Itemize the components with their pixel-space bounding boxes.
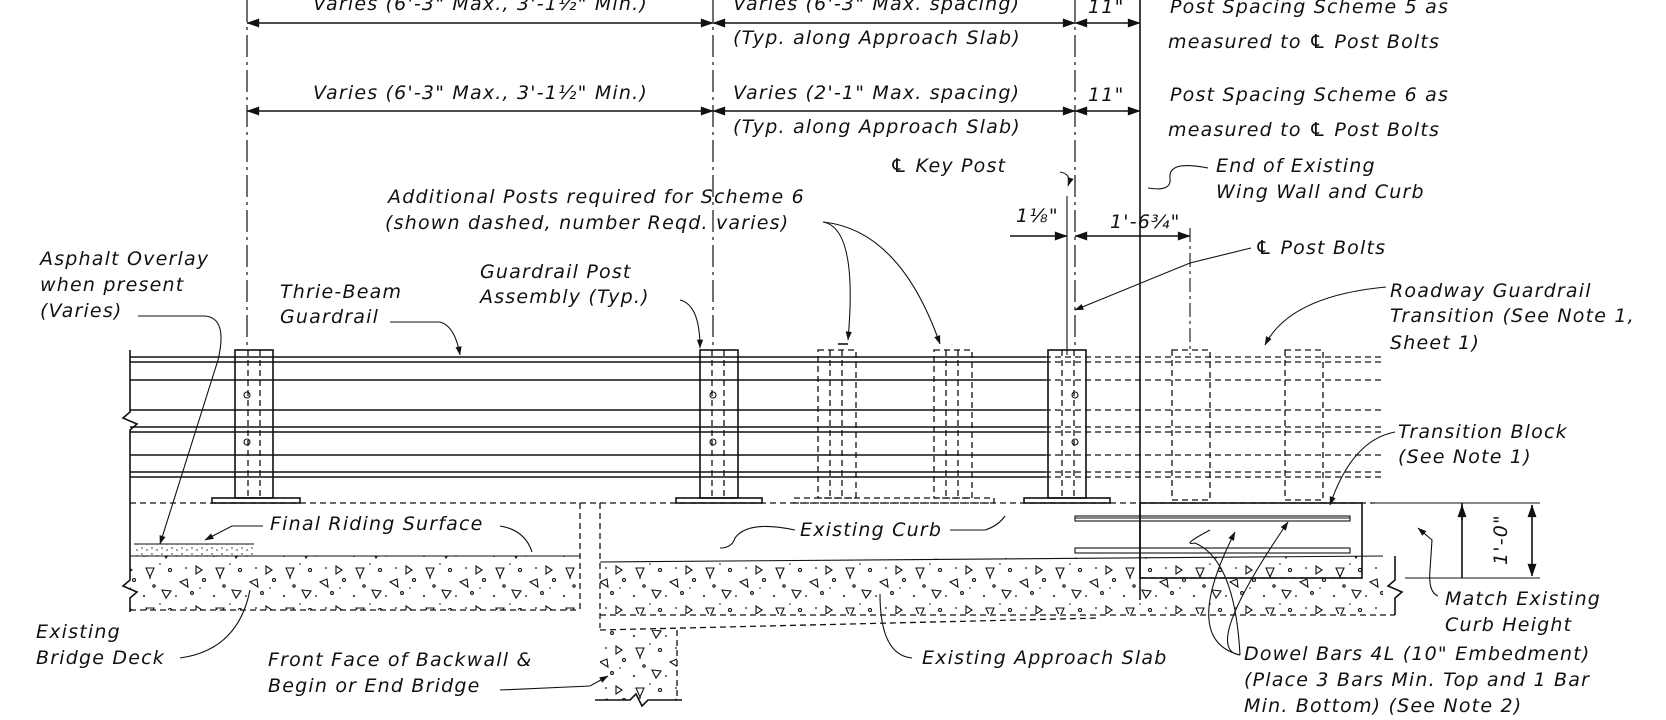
dim-row2-measured: measured to ℄ Post Bolts: [1168, 119, 1440, 141]
guardrail-post: [675, 349, 763, 504]
label-bridge-deck-2: Bridge Deck: [36, 647, 165, 669]
label-post-assembly-1: Guardrail Post: [480, 261, 632, 283]
dim-row1-scheme: Post Spacing Scheme 5 as: [1170, 0, 1449, 18]
label-final-riding: Final Riding Surface: [270, 513, 484, 535]
dim-one-six: 1'-6¾": [1110, 211, 1181, 233]
dim-one-eighth: 1⅛": [1016, 205, 1059, 227]
deck-and-slab-section: [121, 498, 1404, 708]
label-thrie-1: Thrie-Beam: [280, 281, 402, 303]
label-additional-1: Additional Posts required for Scheme 6: [386, 186, 805, 208]
guardrail-posts: [211, 343, 1324, 504]
dim-row2-scheme: Post Spacing Scheme 6 as: [1170, 84, 1449, 106]
label-roadway-1: Roadway Guardrail: [1390, 280, 1592, 302]
guardrail-post: [211, 349, 301, 504]
label-asphalt-2: when present: [40, 274, 185, 296]
label-match-curb-2: Curb Height: [1445, 614, 1573, 636]
label-post-bolts: ℄ Post Bolts: [1255, 237, 1386, 259]
label-roadway-3: Sheet 1): [1390, 332, 1480, 354]
label-additional-2: (shown dashed, number Reqd. varies): [385, 212, 789, 234]
label-roadway-2: Transition (See Note 1,: [1390, 305, 1635, 327]
dim-row2-varies-left: Varies (6'-3" Max., 3'-1½" Min.): [313, 82, 648, 104]
label-transition-block-2: (See Note 1): [1398, 446, 1532, 468]
dowel-bars: [1074, 515, 1351, 554]
dim-one-foot: 1'-0": [1490, 514, 1512, 565]
label-asphalt-1: Asphalt Overlay: [38, 248, 209, 270]
label-key-post: ℄ Key Post: [890, 155, 1007, 177]
label-approach-slab: Existing Approach Slab: [922, 647, 1167, 669]
dimension-text: Varies (6'-3" Max., 3'-1½" Min.) Varies …: [313, 0, 1512, 565]
dim-row1-varies-left: Varies (6'-3" Max., 3'-1½" Min.): [313, 0, 648, 15]
dim-row2-varies-mid: Varies (2'-1" Max. spacing): [733, 82, 1020, 104]
annotations: ℄ Key Post End of Existing Wing Wall and…: [36, 155, 1635, 717]
label-end-existing-2: Wing Wall and Curb: [1216, 181, 1425, 203]
label-backwall-1: Front Face of Backwall &: [268, 649, 533, 671]
label-match-curb-1: Match Existing: [1445, 588, 1601, 610]
label-dowel-2: (Place 3 Bars Min. Top and 1 Bar: [1244, 669, 1590, 691]
dim-row1-along: (Typ. along Approach Slab): [733, 27, 1021, 49]
dimension-lines: [246, 0, 1540, 600]
dim-row2-along: (Typ. along Approach Slab): [733, 116, 1021, 138]
dim-row2-eleven: 11": [1088, 84, 1125, 106]
dim-row1-measured: measured to ℄ Post Bolts: [1168, 31, 1440, 53]
dim-row1-varies-mid: Varies (6'-3" Max. spacing): [733, 0, 1020, 15]
label-thrie-2: Guardrail: [280, 306, 379, 328]
label-asphalt-3: (Varies): [40, 300, 123, 322]
leaders: [138, 165, 1439, 691]
label-post-assembly-2: Assembly (Typ.): [478, 286, 650, 308]
label-dowel-1: Dowel Bars 4L (10" Embedment): [1244, 643, 1591, 665]
additional-post-dashed: [933, 349, 973, 499]
label-bridge-deck-1: Existing: [36, 621, 121, 643]
dim-row1-eleven: 11": [1088, 0, 1125, 18]
label-transition-block-1: Transition Block: [1398, 421, 1568, 443]
label-backwall-2: Begin or End Bridge: [268, 675, 481, 697]
label-existing-curb: Existing Curb: [800, 519, 942, 541]
additional-post-dashed: [817, 343, 857, 499]
label-dowel-3: Min. Bottom) (See Note 2): [1244, 695, 1522, 717]
label-end-existing-1: End of Existing: [1216, 155, 1376, 177]
key-post: [1023, 349, 1111, 504]
thrie-beam-guardrail: [121, 350, 1383, 498]
